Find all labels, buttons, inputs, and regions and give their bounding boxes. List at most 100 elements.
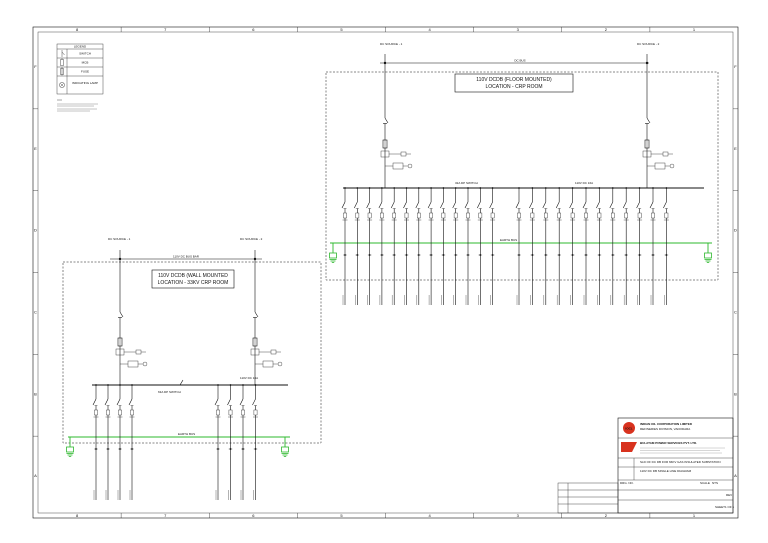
dwg-no-label: DRG. NO. (620, 481, 634, 485)
floor-feeder-right-4 (555, 187, 562, 305)
grid-row-left-D: D (34, 228, 37, 233)
floor-feeder-left-7 (415, 187, 422, 305)
legend: LEGEND SWITCH MCB FUSE INDICATING LAMP (56, 43, 104, 95)
wall-feeder-right-1 (214, 384, 221, 500)
indicating-lamp-icon (59, 82, 65, 88)
floor-earth-label: EARTH BUS (500, 238, 517, 242)
floor-feeder-right-12 (663, 187, 669, 305)
grid-col-bottom-6: 6 (252, 513, 255, 518)
grid-row-right-C: C (734, 309, 737, 314)
isolator-icon (119, 311, 124, 318)
floor-bus-label: DC BUS (514, 59, 525, 63)
fuse-icon (60, 67, 64, 76)
floor-feeder-left-1 (341, 187, 348, 305)
grid-row-left-A: A (34, 473, 37, 478)
grid-row-right-B: B (734, 391, 737, 396)
floor-feeder-left-13 (489, 187, 496, 305)
grid-row-left-C: C (34, 309, 37, 314)
wall-feeders (92, 384, 258, 500)
grid-row-right-E: E (734, 146, 737, 151)
floor-feeder-left-4 (378, 187, 385, 305)
wall-mounted-dcdb: 110V DCDB (WALL MOUNTED LOCATION - 33KV … (62, 237, 322, 500)
grid-col-top-8: 8 (76, 27, 79, 32)
wall-dcdb-location: LOCATION - 33KV CRP ROOM (158, 280, 229, 286)
legend-fuse-label: FUSE (81, 70, 89, 74)
floor-feeder-left-12 (477, 187, 483, 305)
grid-col-bottom-5: 5 (340, 513, 343, 518)
floor-feeder-left-10 (452, 187, 459, 305)
floor-feeder-right-2 (529, 187, 535, 305)
svg-text:IOCL: IOCL (625, 427, 632, 431)
floor-mounted-dcdb: 110V DCDB (FLOOR MOUNTED) LOCATION - CRP… (325, 42, 719, 305)
floor-feeder-left-9 (440, 187, 446, 305)
rev-label: REV (726, 493, 732, 497)
scale-value: NTS (712, 481, 718, 485)
wall-busbar-label: 110V DC BUS BAR (173, 255, 200, 259)
grid-col-bottom-7: 7 (164, 513, 167, 518)
client-division: REFINERIES DIVISION, VADODARA (640, 427, 690, 431)
wall-feeder-left-4 (128, 384, 135, 500)
wall-dcdb-boundary (62, 261, 322, 444)
grid-col-top-3: 3 (517, 27, 520, 32)
isolator-icon (384, 117, 389, 124)
wall-feeder-right-4 (252, 384, 258, 500)
grid-col-bottom-1: 1 (693, 513, 696, 518)
wall-coupler-label: 63A DP SWITCH (158, 390, 181, 394)
client-name: INDIAN OIL CORPORATION LIMITED (640, 422, 693, 426)
grid-col-top-2: 2 (605, 27, 608, 32)
sheet-label: SHEET (715, 505, 725, 509)
floor-feeder-right-1 (515, 187, 522, 305)
legend-title: LEGEND (74, 45, 87, 49)
isolator-icon (254, 311, 259, 318)
legend-mcb-label: MCB (82, 61, 89, 65)
wall-incomer-1 (115, 250, 148, 385)
floor-outgoing-label-2: 110V DC 16A (575, 181, 593, 185)
floor-feeder-left-11 (464, 187, 471, 305)
wall-feeder-left-1 (92, 384, 99, 500)
grid-row-left-F: F (34, 64, 37, 69)
floor-feeder-right-6 (582, 187, 589, 305)
floor-feeder-right-11 (649, 187, 656, 305)
floor-feeder-left-6 (403, 187, 409, 305)
floor-outgoing-label-1: 32A DP SWITCH (455, 181, 478, 185)
floor-feeder-right-5 (569, 187, 576, 305)
floor-feeder-right-9 (622, 187, 629, 305)
wall-source-2: DC SOURCE - 2 (240, 237, 263, 241)
floor-incomer-2 (642, 54, 675, 188)
switch-icon (61, 50, 65, 57)
project-title: SLD OF DC DB FOR 66KV GAS INSULATED SUBS… (640, 460, 721, 464)
floor-feeder-left-5 (390, 187, 397, 305)
grid-row-right-F: F (734, 64, 737, 69)
wall-incomer-2 (250, 250, 283, 385)
wall-feeder-right-2 (227, 384, 233, 500)
wall-feeder-left-2 (104, 384, 111, 500)
floor-feeders (341, 187, 669, 305)
floor-feeder-right-7 (596, 187, 602, 305)
grid-col-bottom-8: 8 (76, 513, 79, 518)
floor-dcdb-title: 110V DCDB (FLOOR MOUNTED) (476, 77, 552, 83)
floor-feeder-left-2 (354, 187, 360, 305)
wall-dcdb-title-box (151, 269, 235, 289)
isolator-icon (646, 117, 651, 124)
grid-row-right-A: A (734, 473, 737, 478)
wall-outgoing-label: 110V DC 16A (240, 376, 258, 380)
wall-earth-label: EARTH BUS (178, 432, 195, 436)
legend-switch-label: SWITCH (79, 52, 91, 56)
grid-row-right-D: D (734, 228, 737, 233)
wall-bus-coupler (179, 379, 184, 386)
floor-feeder-left-3 (366, 187, 373, 305)
grid-row-left-B: B (34, 391, 37, 396)
floor-feeder-right-10 (636, 187, 643, 305)
grid-col-top-7: 7 (164, 27, 167, 32)
mcb-icon (60, 58, 64, 66)
floor-feeder-right-3 (542, 187, 549, 305)
floor-incomer-1 (380, 54, 413, 188)
notes (57, 99, 98, 112)
grid-col-top-5: 5 (340, 27, 343, 32)
title-block: IOCL INDIAN OIL CORPORATION LIMITED REFI… (617, 417, 735, 514)
legend-lamp-label: INDICATING LAMP (72, 81, 98, 85)
floor-feeder-right-8 (609, 187, 616, 305)
contractor-logo (621, 442, 637, 452)
